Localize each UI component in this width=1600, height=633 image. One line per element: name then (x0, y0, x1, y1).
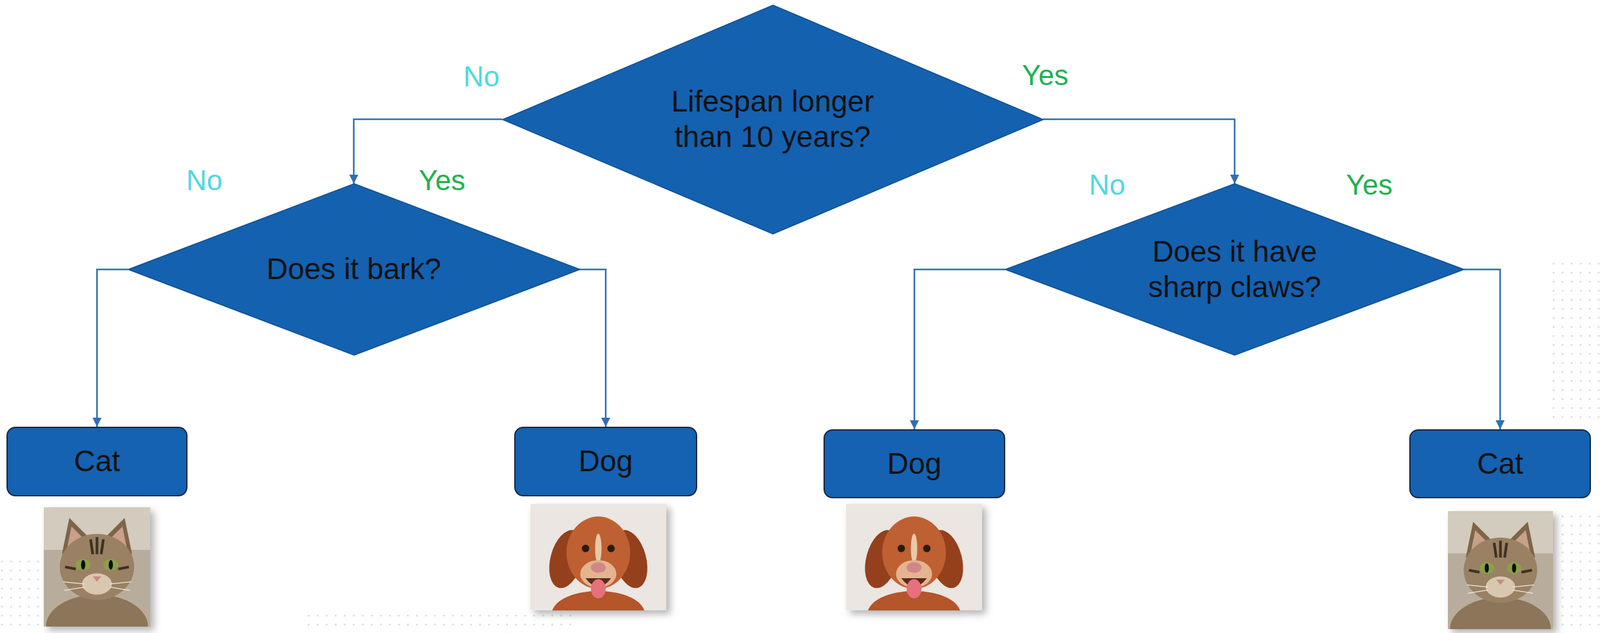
decision-text: Does it have sharp claws? (1137, 233, 1332, 305)
decision-diamond: Does it bark? (128, 183, 580, 356)
diamond-outline (502, 5, 1044, 234)
branch-label: Yes (1021, 59, 1069, 91)
decision-text: Does it bark? (247, 251, 461, 287)
diamond-shape (128, 183, 580, 356)
diamond-shape (1005, 183, 1465, 356)
decision-text: Lifespan longer than 10 years? (656, 83, 889, 155)
leaf-box: Cat (1409, 429, 1591, 499)
dot-grid (302, 612, 574, 633)
branch-label: Yes (418, 164, 466, 196)
dog-photo (530, 503, 667, 633)
leaf-box: Cat (6, 426, 188, 497)
dot-grid (1559, 509, 1600, 633)
diamond-shape (502, 5, 1044, 234)
leaf-label: Dog (578, 443, 633, 479)
connector-arrow (97, 269, 129, 427)
branch-label: No (186, 164, 223, 196)
decision-diamond: Does it have sharp claws? (1005, 183, 1465, 356)
connector-arrow (1043, 119, 1236, 184)
leaf-box: Dog (823, 429, 1006, 499)
dot-grid (1546, 257, 1600, 419)
connector-arrow (579, 269, 607, 427)
leaf-label: Dog (887, 445, 942, 482)
branch-label: No (1089, 169, 1126, 201)
connector-arrow (914, 269, 1006, 430)
branch-label: Yes (1346, 169, 1393, 201)
diamond-outline (1005, 183, 1465, 356)
leaf-box: Dog (514, 426, 698, 497)
decision-diamond: Lifespan longer than 10 years? (502, 5, 1044, 234)
dog-photo (846, 503, 983, 633)
branch-label: No (463, 61, 500, 93)
leaf-label: Cat (74, 443, 121, 479)
cat-photo (43, 507, 151, 633)
leaf-label: Cat (1476, 445, 1524, 482)
connector-arrow (1464, 269, 1501, 430)
cat-photo (1447, 510, 1553, 633)
